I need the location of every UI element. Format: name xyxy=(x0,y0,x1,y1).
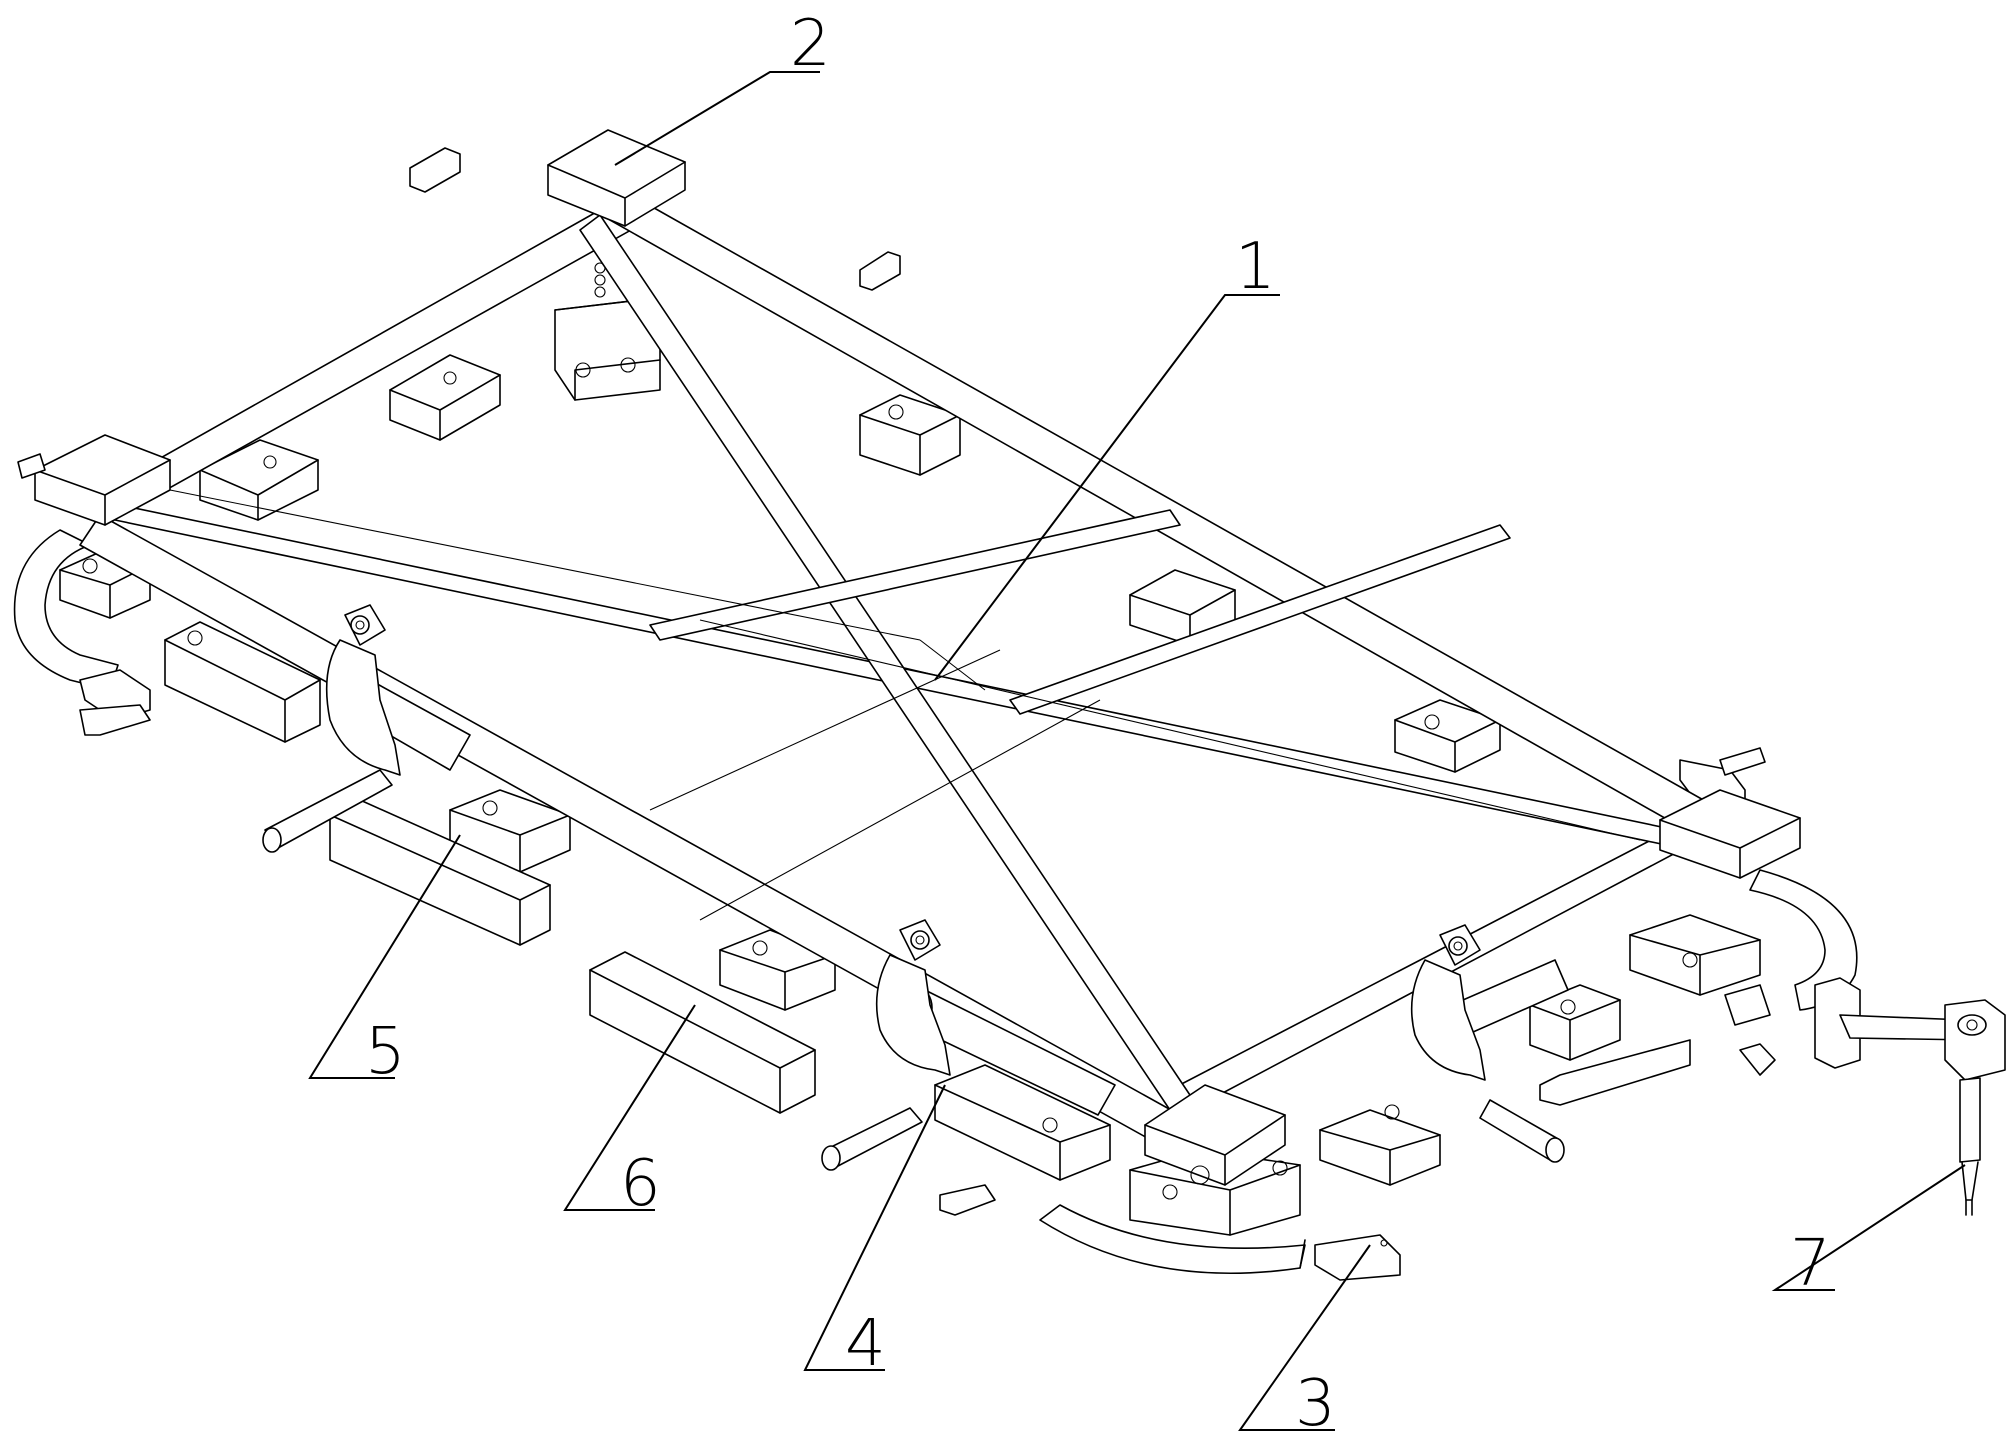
callout-label-6: 6 xyxy=(620,1147,661,1221)
callout-label-7: 7 xyxy=(1790,1227,1831,1301)
callout-leaders xyxy=(310,72,1965,1430)
probe-arm xyxy=(1815,978,2005,1215)
callout-label-5: 5 xyxy=(365,1015,406,1089)
corner-pad-top xyxy=(548,130,685,226)
callout-label-4: 4 xyxy=(845,1307,886,1381)
callout-label-3: 3 xyxy=(1295,1367,1336,1441)
callout-label-1: 1 xyxy=(1235,230,1276,304)
callout-label-2: 2 xyxy=(790,7,831,81)
